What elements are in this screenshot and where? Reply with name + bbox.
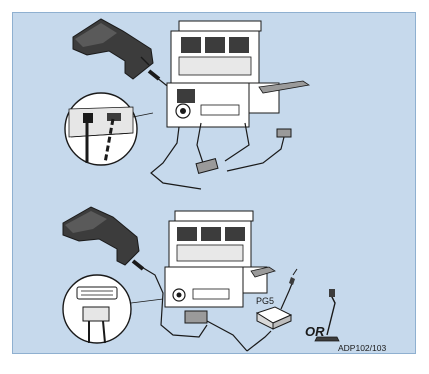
detail-inset-2: [63, 275, 131, 343]
illustration-panel: PG5 OR ADP102/103: [12, 12, 416, 354]
pg5-label: PG5: [256, 297, 274, 306]
detail-inset-1: [65, 93, 137, 165]
adp-label: ADP102/103: [338, 344, 386, 353]
connection-diagram: [13, 13, 416, 354]
or-label: OR: [305, 325, 325, 338]
